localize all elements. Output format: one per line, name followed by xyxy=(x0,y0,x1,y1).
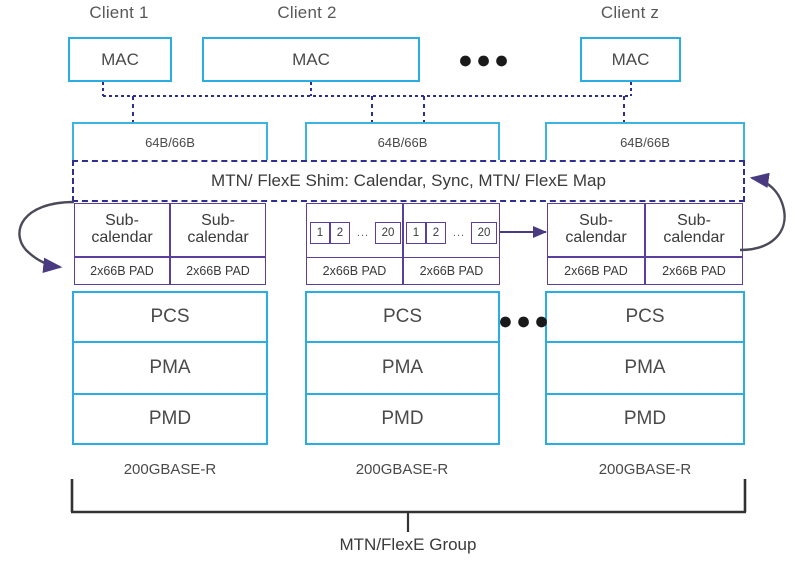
client-label-2: Client 2 xyxy=(277,3,337,22)
pad-box-2a[interactable]: 2x66B PAD xyxy=(306,257,403,285)
slot-cell-g2-1[interactable]: 1 xyxy=(406,222,426,244)
phy-pcs-3[interactable]: PCS xyxy=(545,291,745,341)
phy-pma-3[interactable]: PMA xyxy=(545,341,745,393)
client-ellipsis: ●●● xyxy=(457,45,513,74)
phy-pcs-2[interactable]: PCS xyxy=(305,291,500,341)
phy-pcs-1[interactable]: PCS xyxy=(72,291,268,341)
subcalendar-line-1: Sub- xyxy=(105,212,139,230)
encoding-box-1[interactable]: 64B/66B xyxy=(72,122,268,160)
phy-pma-2[interactable]: PMA xyxy=(305,341,500,393)
mac-box-client-1[interactable]: MAC xyxy=(68,37,172,82)
base-label-2: 200GBASE-R xyxy=(355,460,449,478)
subcalendar-1b[interactable]: Sub- calendar xyxy=(170,203,266,257)
phy-pmd-3[interactable]: PMD xyxy=(545,393,745,445)
mac-box-client-z[interactable]: MAC xyxy=(580,37,681,82)
subcalendar-3a[interactable]: Sub- calendar xyxy=(547,203,645,257)
right-feedback-arrow-icon xyxy=(739,172,786,252)
slot-mapping-arrow xyxy=(500,226,547,238)
client-label-z: Client z xyxy=(600,3,660,22)
base-label-1: 200GBASE-R xyxy=(123,460,217,478)
subcalendar-line-1: Sub- xyxy=(677,212,711,230)
pad-box-2b[interactable]: 2x66B PAD xyxy=(403,257,500,285)
base-label-3: 200GBASE-R xyxy=(598,460,692,478)
pad-box-1a[interactable]: 2x66B PAD xyxy=(74,257,170,285)
shim-box[interactable]: MTN/ FlexE Shim: Calendar, Sync, MTN/ Fl… xyxy=(72,160,745,202)
subcalendar-line-2: calendar xyxy=(187,229,249,246)
pad-box-3b[interactable]: 2x66B PAD xyxy=(645,257,743,285)
slot-cell-g2-20[interactable]: 20 xyxy=(471,222,497,244)
encoding-box-3[interactable]: 64B/66B xyxy=(545,122,745,160)
mac-box-client-2[interactable]: MAC xyxy=(202,37,420,82)
subcalendar-line-2: calendar xyxy=(663,229,725,246)
client-distribution-bus xyxy=(102,82,632,124)
subcalendar-line-2: calendar xyxy=(91,229,153,246)
phy-ellipsis: ●●● xyxy=(497,306,553,335)
subcalendar-line-1: Sub- xyxy=(201,212,235,230)
pad-box-3a[interactable]: 2x66B PAD xyxy=(547,257,645,285)
subcalendar-line-2: calendar xyxy=(565,229,627,246)
encoding-box-2[interactable]: 64B/66B xyxy=(305,122,500,160)
phy-pmd-1[interactable]: PMD xyxy=(72,393,268,445)
slot-cell-g1-20[interactable]: 20 xyxy=(375,222,401,244)
client-label-1: Client 1 xyxy=(89,3,149,22)
subcalendar-3b[interactable]: Sub- calendar xyxy=(645,203,743,257)
subcalendar-line-1: Sub- xyxy=(579,212,613,230)
subcalendar-1a[interactable]: Sub- calendar xyxy=(74,203,170,257)
phy-pma-1[interactable]: PMA xyxy=(72,341,268,393)
slot-cell-g2-2[interactable]: 2 xyxy=(426,222,446,244)
group-bracket xyxy=(70,479,747,532)
phy-pmd-2[interactable]: PMD xyxy=(305,393,500,445)
slot-ellipsis-g1: ... xyxy=(356,227,370,239)
slot-cell-g1-1[interactable]: 1 xyxy=(310,222,330,244)
left-feedback-arrow-icon xyxy=(18,200,75,273)
group-label: MTN/FlexE Group xyxy=(339,535,477,554)
slot-ellipsis-g2: ... xyxy=(452,227,466,239)
slot-cell-g1-2[interactable]: 2 xyxy=(330,222,350,244)
pad-box-1b[interactable]: 2x66B PAD xyxy=(170,257,266,285)
